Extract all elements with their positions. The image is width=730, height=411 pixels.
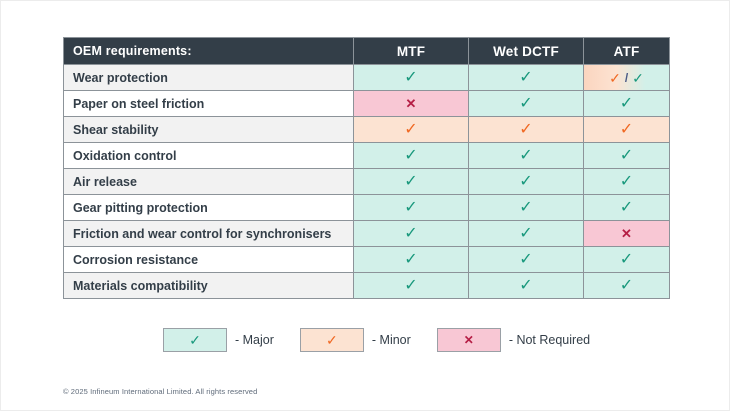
not_required-cell: ✕ <box>584 221 669 246</box>
major-cell: ✓ <box>469 91 583 116</box>
minor-check-icon: ✓ <box>404 120 418 138</box>
minor-cell: ✓ <box>584 117 669 142</box>
major-check-icon: ✓ <box>632 69 644 86</box>
table-row: Shear stability ✓ ✓ ✓ <box>64 117 669 142</box>
copyright-text: © 2025 Infineum International Limited. A… <box>63 387 258 396</box>
row-label: Friction and wear control for synchronis… <box>64 221 353 246</box>
row-label: Oxidation control <box>64 143 353 168</box>
column-header-wet-dctf: Wet DCTF <box>469 38 583 64</box>
major-cell: ✓ <box>584 143 669 168</box>
table-body: Wear protection✓✓✓/✓Paper on steel frict… <box>64 65 669 298</box>
major-check-icon: ✓ <box>619 172 634 190</box>
minor-check-icon: ✓ <box>619 120 634 138</box>
major-cell: ✓ <box>354 143 468 168</box>
table-row: Oxidation control ✓ ✓ ✓ <box>64 143 669 168</box>
major-cell: ✓ <box>584 247 669 272</box>
row-label: Air release <box>64 169 353 194</box>
major-check-icon: ✓ <box>404 198 418 216</box>
major-cell: ✓ <box>469 65 583 90</box>
major-cell: ✓ <box>584 169 669 194</box>
major-check-icon: ✓ <box>519 276 533 294</box>
major-cell: ✓ <box>584 195 669 220</box>
minor-cell: ✓ <box>469 117 583 142</box>
major-check-icon: ✓ <box>519 172 533 190</box>
major-check-icon: ✓ <box>619 198 634 216</box>
row-label: Shear stability <box>64 117 353 142</box>
not-required-cross-icon: ✕ <box>463 333 474 347</box>
major-check-icon: ✓ <box>519 198 533 216</box>
row-label: Wear protection <box>64 65 353 90</box>
not-required-cross-icon: ✕ <box>621 226 632 241</box>
major-cell: ✓ <box>354 195 468 220</box>
column-header-atf: ATF <box>584 38 669 64</box>
major-check-icon: ✓ <box>404 224 418 242</box>
major-cell: ✓ <box>584 91 669 116</box>
table-row: Corrosion resistance ✓ ✓ ✓ <box>64 247 669 272</box>
mixed-minor-major-cell: ✓/✓ <box>584 65 669 90</box>
table-row: Gear pitting protection ✓ ✓ ✓ <box>64 195 669 220</box>
oem-requirements-table: OEM requirements: MTF Wet DCTF ATF Wear … <box>63 37 670 299</box>
legend-item-major: ✓ - Major <box>163 328 274 352</box>
minor-check-icon: ✓ <box>519 120 533 138</box>
major-check-icon: ✓ <box>404 68 418 86</box>
legend: ✓ - Major ✓ - Minor ✕ - Not Required <box>163 328 590 352</box>
major-check-icon: ✓ <box>404 172 418 190</box>
row-label: Gear pitting protection <box>64 195 353 220</box>
major-cell: ✓ <box>469 143 583 168</box>
major-cell: ✓ <box>469 221 583 246</box>
minor-check-icon: ✓ <box>609 69 621 86</box>
major-cell: ✓ <box>584 273 669 298</box>
major-check-icon: ✓ <box>519 94 533 112</box>
major-cell: ✓ <box>469 169 583 194</box>
legend-swatch-not_required: ✕ <box>436 328 501 352</box>
major-cell: ✓ <box>354 221 468 246</box>
major-cell: ✓ <box>469 195 583 220</box>
legend-label: - Not Required <box>508 333 591 347</box>
major-check-icon: ✓ <box>519 224 533 242</box>
table-row: Air release ✓ ✓ ✓ <box>64 169 669 194</box>
not_required-cell: ✕ <box>354 91 468 116</box>
minor-check-icon: ✓ <box>326 332 338 348</box>
major-check-icon: ✓ <box>519 68 533 86</box>
row-label: Corrosion resistance <box>64 247 353 272</box>
major-check-icon: ✓ <box>404 146 418 164</box>
row-label: Paper on steel friction <box>64 91 353 116</box>
major-cell: ✓ <box>354 65 468 90</box>
not-required-cross-icon: ✕ <box>405 96 417 111</box>
table-row: Paper on steel friction ✕ ✓ ✓ <box>64 91 669 116</box>
major-check-icon: ✓ <box>189 332 201 348</box>
major-check-icon: ✓ <box>404 276 418 294</box>
legend-label: - Minor <box>371 333 411 347</box>
major-check-icon: ✓ <box>619 94 634 112</box>
legend-swatch-minor: ✓ <box>299 328 364 352</box>
table-row: Friction and wear control for synchronis… <box>64 221 669 246</box>
legend-item-minor: ✓ - Minor <box>299 328 411 352</box>
major-cell: ✓ <box>354 273 468 298</box>
major-check-icon: ✓ <box>404 250 418 268</box>
table-header-row: OEM requirements: MTF Wet DCTF ATF <box>64 38 669 64</box>
major-check-icon: ✓ <box>619 250 634 268</box>
legend-swatch-major: ✓ <box>163 328 227 352</box>
minor-cell: ✓ <box>354 117 468 142</box>
table-row: Materials compatibility ✓ ✓ ✓ <box>64 273 669 298</box>
major-check-icon: ✓ <box>619 146 634 164</box>
row-label: Materials compatibility <box>64 273 353 298</box>
major-cell: ✓ <box>469 273 583 298</box>
column-header-mtf: MTF <box>354 38 468 64</box>
major-check-icon: ✓ <box>519 250 533 268</box>
major-check-icon: ✓ <box>619 276 634 294</box>
major-cell: ✓ <box>354 247 468 272</box>
slash-separator: / <box>624 70 629 85</box>
major-check-icon: ✓ <box>519 146 533 164</box>
major-cell: ✓ <box>469 247 583 272</box>
major-cell: ✓ <box>354 169 468 194</box>
legend-item-not_required: ✕ - Not Required <box>436 328 591 352</box>
table-header-label: OEM requirements: <box>64 38 353 64</box>
legend-label: - Major <box>235 333 274 347</box>
table-row: Wear protection✓✓✓/✓ <box>64 65 669 90</box>
